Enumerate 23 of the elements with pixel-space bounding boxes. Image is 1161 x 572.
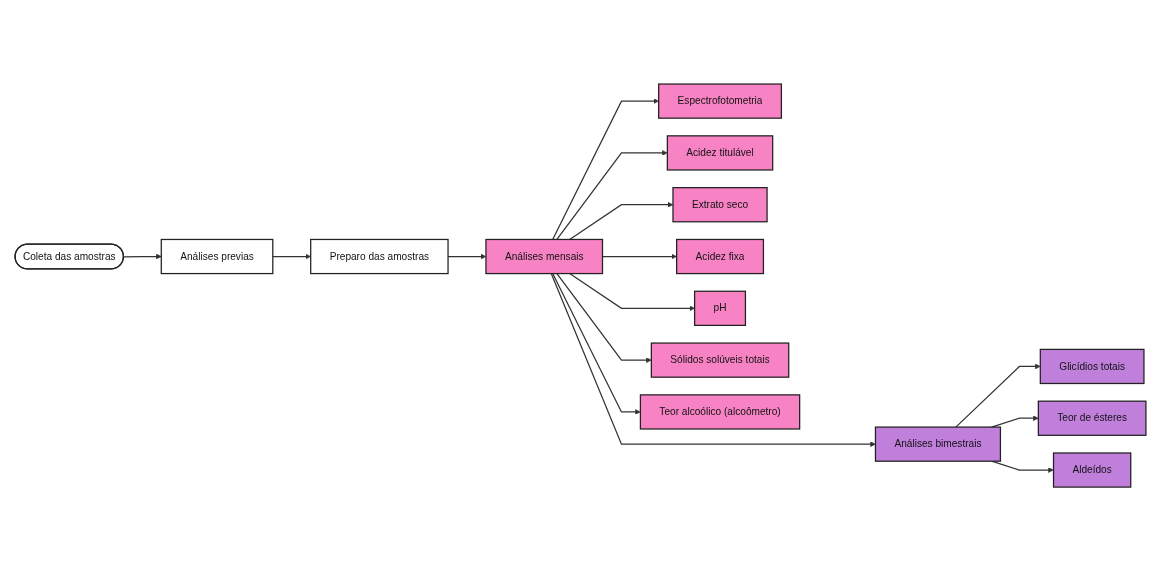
node-box: Acidez fixa <box>676 239 765 275</box>
node-box: Preparo das amostras <box>310 239 449 275</box>
node-box: Acidez titulável <box>666 135 774 171</box>
arrow <box>272 254 311 260</box>
arrow <box>556 273 652 364</box>
arrow <box>123 254 162 260</box>
node-box: Teor alcoólico (alcoômetro) <box>639 394 801 431</box>
node-box: Sólidos solúveis totais <box>650 342 790 379</box>
arrow <box>552 98 659 241</box>
node-box: Aldeídos <box>1052 452 1132 489</box>
node-box: Teor de ésteres <box>1037 401 1147 437</box>
node-box: Análises mensais <box>485 239 604 275</box>
node-box: Espectrofotometria <box>658 83 783 120</box>
node-box: pH <box>694 291 747 327</box>
node-box: Análises bimestrais <box>874 426 1002 463</box>
arrow <box>552 273 641 416</box>
node-box: Glicídios totais <box>1039 349 1145 385</box>
arrow <box>569 273 695 312</box>
arrow <box>955 364 1041 429</box>
arrow <box>556 150 668 241</box>
node-box: Extrato seco <box>672 187 768 223</box>
arrow <box>550 273 876 448</box>
node-box: Análises previas <box>160 239 274 275</box>
